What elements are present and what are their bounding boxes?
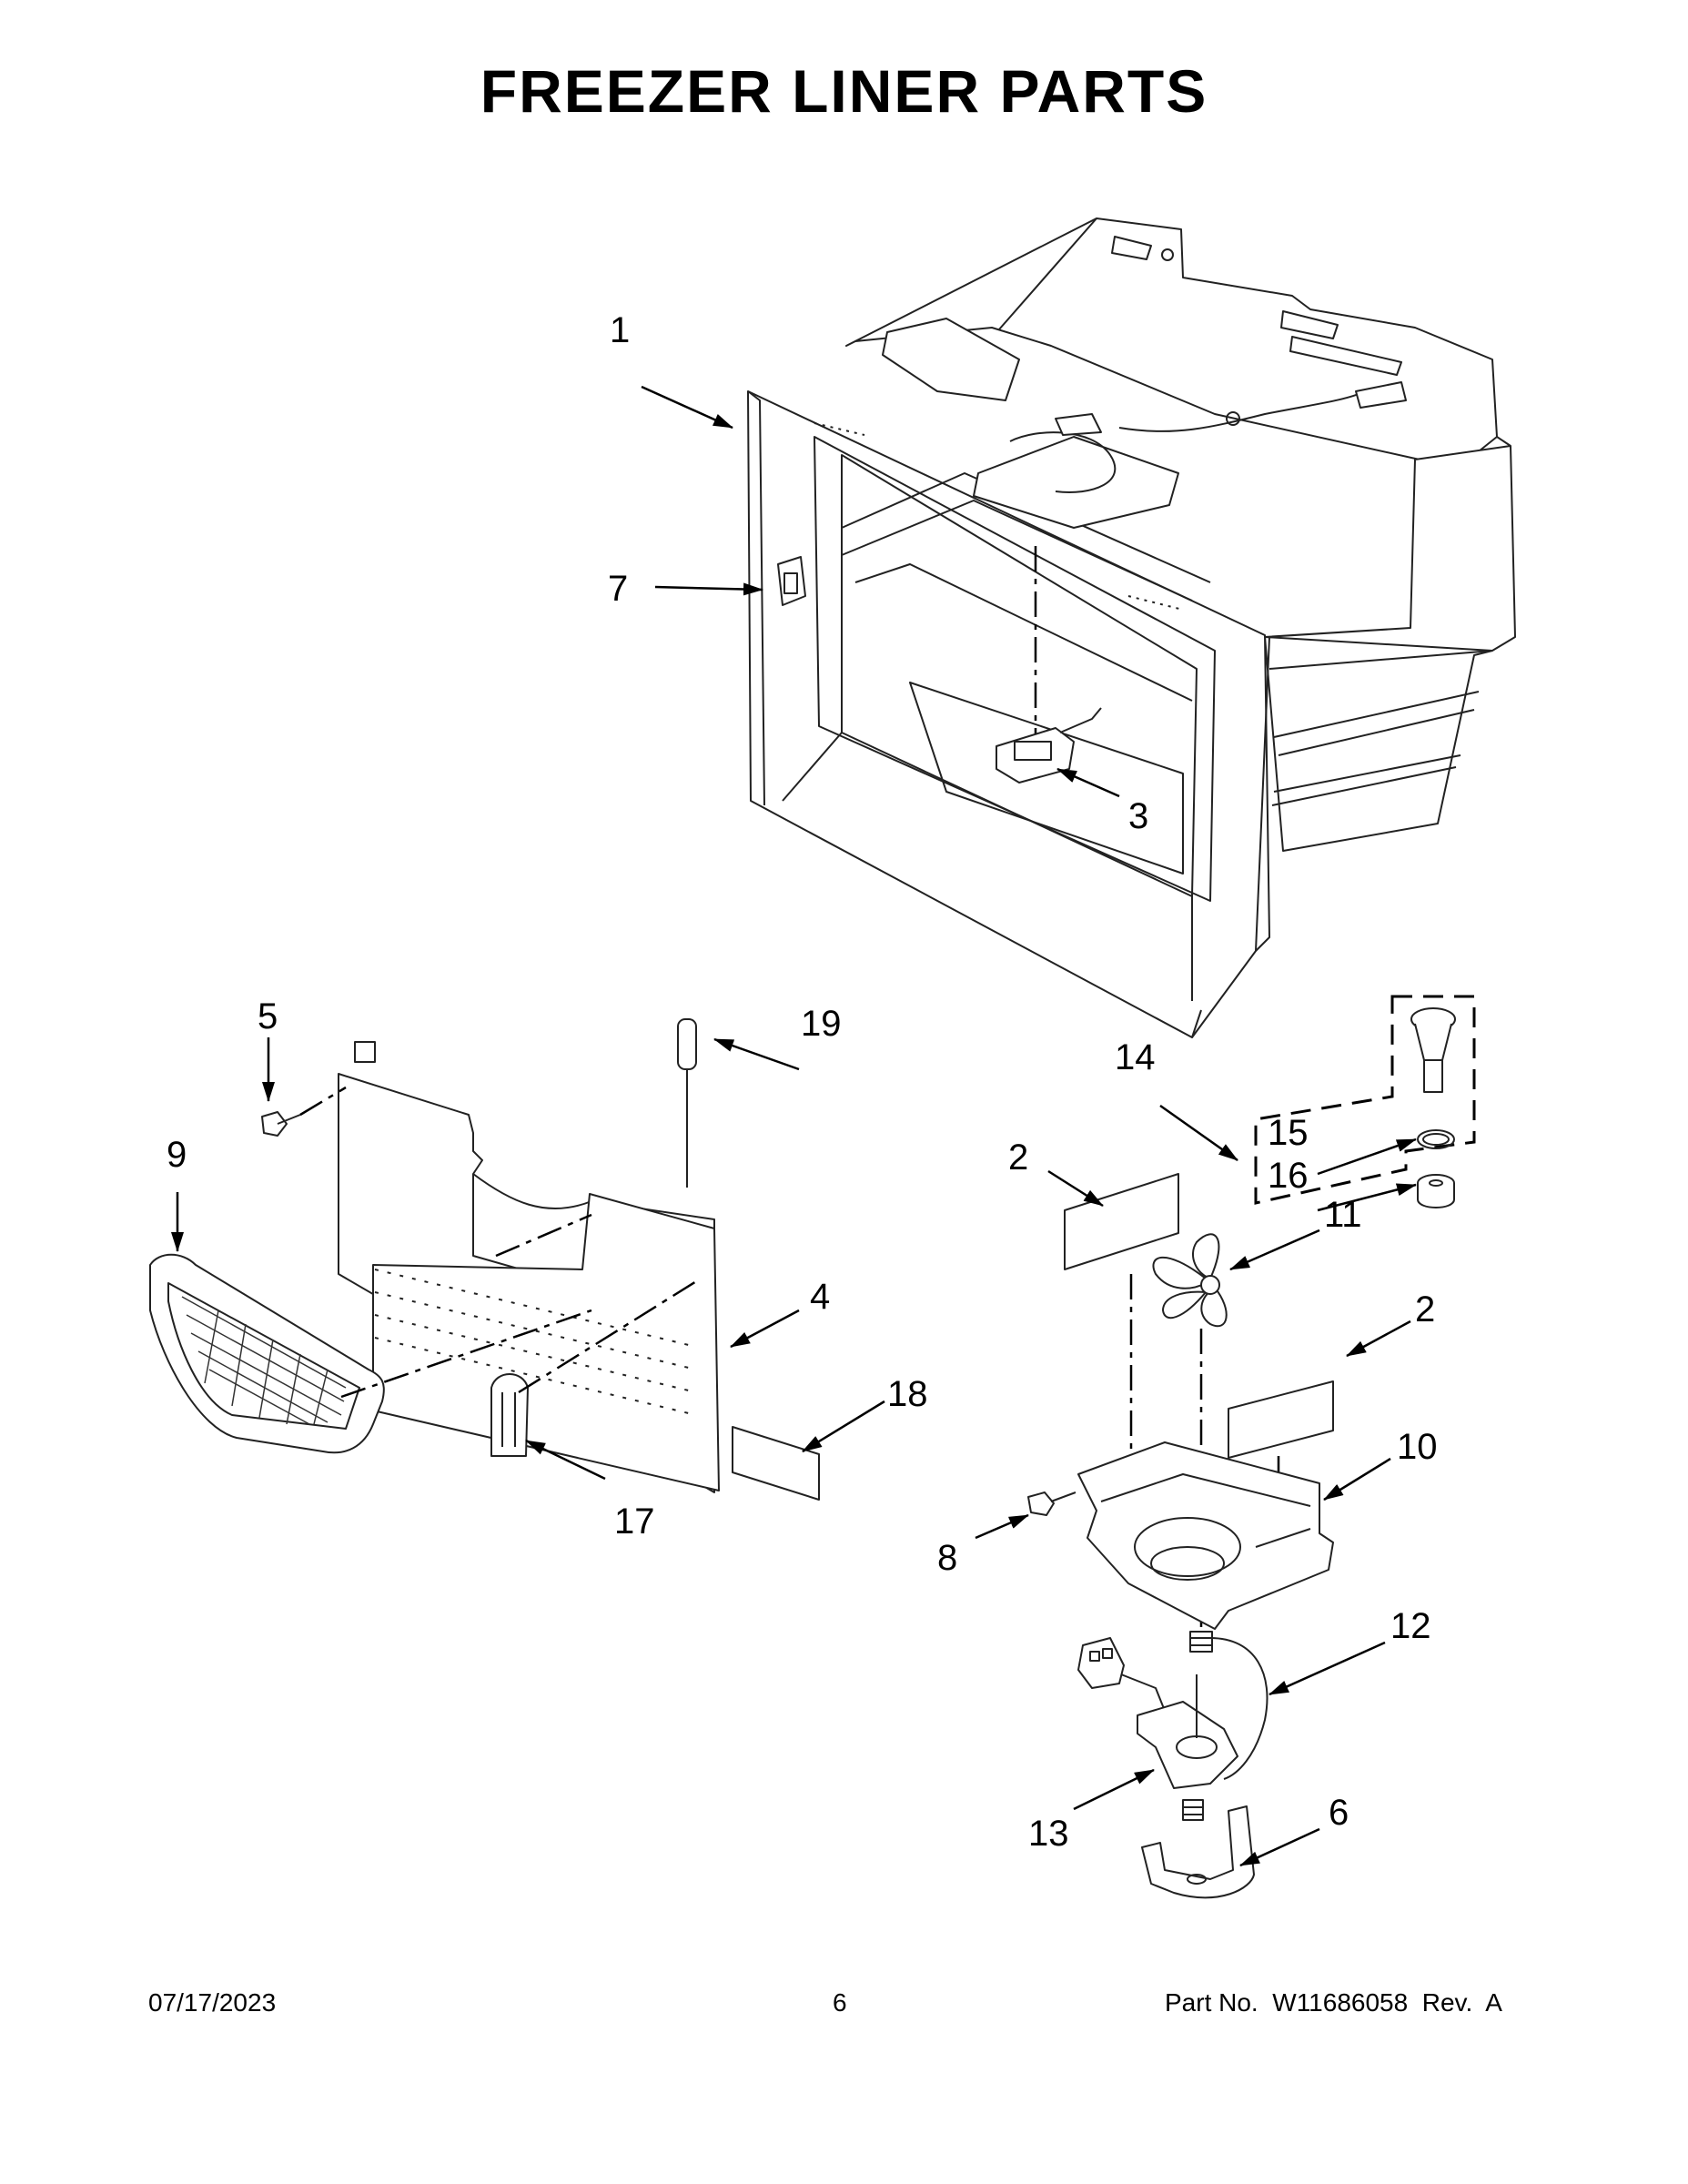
page-title: FREEZER LINER PARTS (480, 57, 1208, 125)
kit-group-outline (1254, 995, 1476, 1205)
shroud-screw-part (1027, 1491, 1076, 1516)
arrow-4 (730, 1309, 800, 1349)
arrow-7 (654, 582, 763, 596)
arrow-14 (1159, 1104, 1238, 1162)
arrow-2-lower (1346, 1320, 1411, 1358)
callout-15: 15 (1268, 1113, 1309, 1153)
arrow-13 (1073, 1768, 1155, 1811)
arrow-18 (802, 1400, 885, 1453)
arrow-19 (713, 1037, 800, 1071)
arrow-10 (1323, 1457, 1391, 1502)
arrow-17 (525, 1439, 606, 1481)
arrow-1 (641, 385, 733, 430)
callout-2-lower: 2 (1415, 1289, 1435, 1330)
footer-part-number: Part No. W11686058 Rev. A (1165, 1988, 1502, 2017)
callout-9: 9 (167, 1135, 187, 1175)
callout-4: 4 (810, 1277, 830, 1317)
callout-8: 8 (937, 1538, 957, 1578)
fan-blade-part (1152, 1233, 1228, 1328)
callout-2-upper: 2 (1008, 1138, 1028, 1178)
foam-pad-part-upper (1064, 1173, 1179, 1270)
callout-10: 10 (1397, 1427, 1438, 1467)
screw-part (261, 1111, 301, 1137)
arrow-8 (975, 1513, 1029, 1540)
grille-part (149, 1253, 385, 1454)
o-ring-part (1417, 1129, 1455, 1149)
clip-part (490, 1373, 529, 1457)
arrow-11 (1229, 1228, 1320, 1271)
arrow-6 (1239, 1827, 1320, 1867)
callout-16: 16 (1268, 1156, 1309, 1196)
arrow-16 (1317, 1183, 1417, 1212)
callout-3: 3 (1128, 796, 1148, 836)
callout-17: 17 (614, 1502, 655, 1542)
sensor-part (677, 1018, 697, 1188)
grommet-part-lower (1182, 1799, 1204, 1821)
freezer-liner-part (747, 217, 1516, 1038)
callout-labels: 1 7 3 5 19 9 4 18 17 14 15 16 2 11 2 10 … (167, 310, 1438, 1854)
callout-7: 7 (608, 569, 628, 609)
footer-page-number: 6 (833, 1988, 847, 2017)
callout-5: 5 (258, 996, 278, 1036)
tape-part (732, 1426, 820, 1501)
callout-12: 12 (1390, 1606, 1431, 1646)
callout-18: 18 (887, 1374, 928, 1414)
callout-1: 1 (610, 310, 630, 350)
arrow-15 (1317, 1138, 1417, 1176)
washer-part (1417, 1174, 1455, 1208)
fan-shroud-part (1077, 1441, 1334, 1630)
callout-6: 6 (1329, 1793, 1349, 1833)
callout-14: 14 (1115, 1037, 1156, 1077)
callout-13: 13 (1028, 1814, 1069, 1854)
arrow-3 (1056, 767, 1120, 798)
callout-19: 19 (801, 1004, 842, 1044)
callout-arrows (171, 385, 1417, 1867)
motor-bracket-part (1141, 1805, 1255, 1899)
switch-part (777, 556, 806, 606)
arrow-2-upper (1047, 1169, 1104, 1208)
footer-date: 07/17/2023 (148, 1988, 277, 2017)
grommet-part-upper (1189, 1631, 1213, 1653)
fitting-part (1410, 1007, 1456, 1093)
o-ring-inner (1422, 1133, 1450, 1146)
callout-11: 11 (1324, 1195, 1362, 1235)
foam-pad-part-lower (1228, 1380, 1334, 1459)
arrow-12 (1269, 1641, 1386, 1696)
fan-motor-part (1077, 1637, 1269, 1789)
